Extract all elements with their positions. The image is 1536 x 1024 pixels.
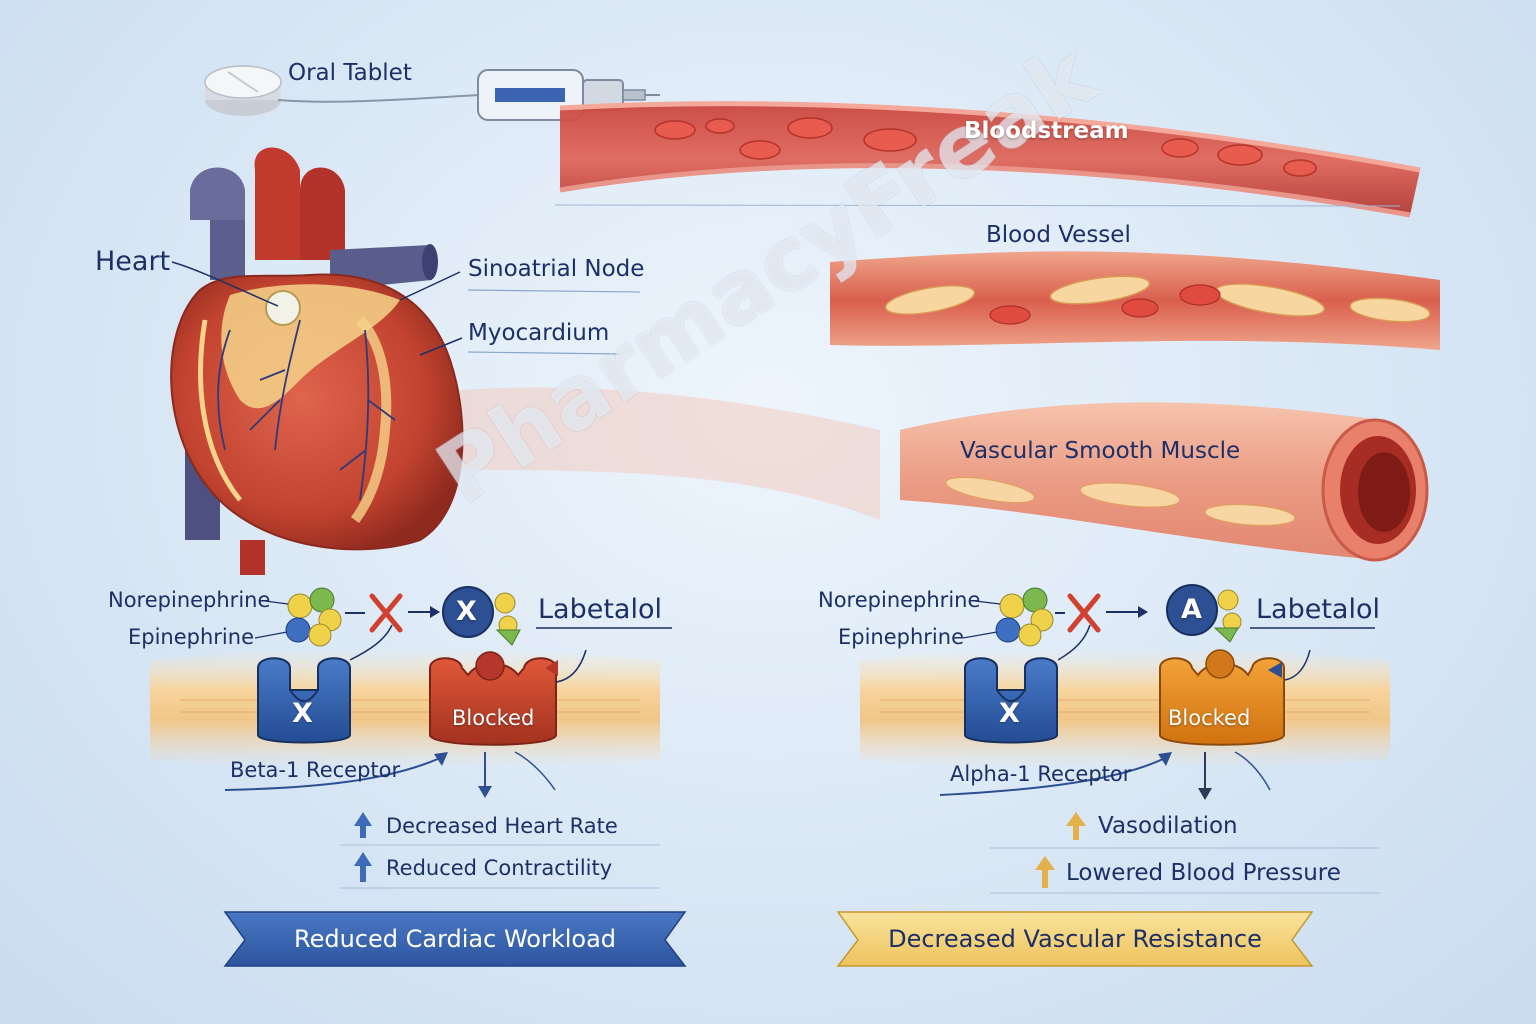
right-norepinephrine-label: Norepinephrine (818, 588, 981, 612)
right-drug-badge: A (1181, 594, 1202, 625)
left-blocked-label: Blocked (452, 706, 535, 730)
sinoatrial-node-label: Sinoatrial Node (468, 256, 645, 282)
right-membrane (860, 648, 1390, 768)
alpha-1-receptor-label: Alpha-1 Receptor (950, 762, 1132, 786)
alpha-receptor-mark: X (999, 698, 1020, 729)
right-epinephrine-label: Epinephrine (838, 625, 964, 649)
oral-tablet-label: Oral Tablet (288, 60, 412, 86)
beta-receptor-mark: X (292, 698, 313, 729)
alpha-receptor-blue (964, 657, 1058, 744)
right-effect-up-arrow-1 (1066, 812, 1086, 840)
beta-1-receptor-label: Beta-1 Receptor (230, 758, 401, 782)
left-labetalol-label: Labetalol (538, 594, 662, 625)
right-block-cross-icon (1067, 593, 1101, 633)
left-norepinephrine-label: Norepinephrine (108, 588, 271, 612)
right-banner (836, 911, 1314, 967)
left-effect-up-arrow-2 (354, 852, 372, 882)
left-drug-badge: X (456, 596, 477, 627)
right-effect-1: Vasodilation (1098, 813, 1238, 839)
heart-illustration (170, 147, 464, 575)
right-ligand-cluster (995, 587, 1054, 647)
left-labetalol-molecule (442, 586, 521, 646)
blood-vessel-label: Blood Vessel (986, 222, 1131, 248)
left-effect-2: Reduced Contractility (386, 856, 613, 880)
beta-receptor-blue (257, 657, 351, 744)
left-membrane (150, 648, 660, 768)
heart-label: Heart (95, 246, 171, 277)
bloodstream-label: Bloodstream (964, 118, 1129, 144)
beta-receptor-blocked (429, 651, 558, 746)
myocardium-label: Myocardium (468, 320, 610, 346)
left-ligand-cluster (285, 587, 342, 647)
blood-vessel (830, 251, 1440, 350)
left-effect-up-arrow-1 (354, 812, 372, 838)
bloodstream-vessel (559, 101, 1421, 218)
syringe-icon (477, 69, 660, 121)
right-effect-up-arrow-2 (1035, 856, 1055, 888)
vascular-smooth-muscle-label: Vascular Smooth Muscle (960, 438, 1241, 464)
right-labetalol-molecule (1166, 584, 1242, 643)
right-banner-text: Decreased Vascular Resistance (888, 925, 1262, 953)
left-banner-text: Reduced Cardiac Workload (293, 925, 617, 953)
right-blocked-label: Blocked (1168, 706, 1251, 730)
left-block-cross-icon (369, 593, 403, 633)
alpha-receptor-blocked (1159, 649, 1285, 746)
right-effect-2: Lowered Blood Pressure (1066, 860, 1341, 886)
right-labetalol-label: Labetalol (1256, 594, 1380, 625)
left-epinephrine-label: Epinephrine (128, 625, 254, 649)
oral-tablet-icon (204, 65, 282, 116)
left-banner (223, 911, 687, 967)
left-effect-1: Decreased Heart Rate (386, 814, 618, 838)
smooth-muscle-tube (900, 402, 1429, 562)
